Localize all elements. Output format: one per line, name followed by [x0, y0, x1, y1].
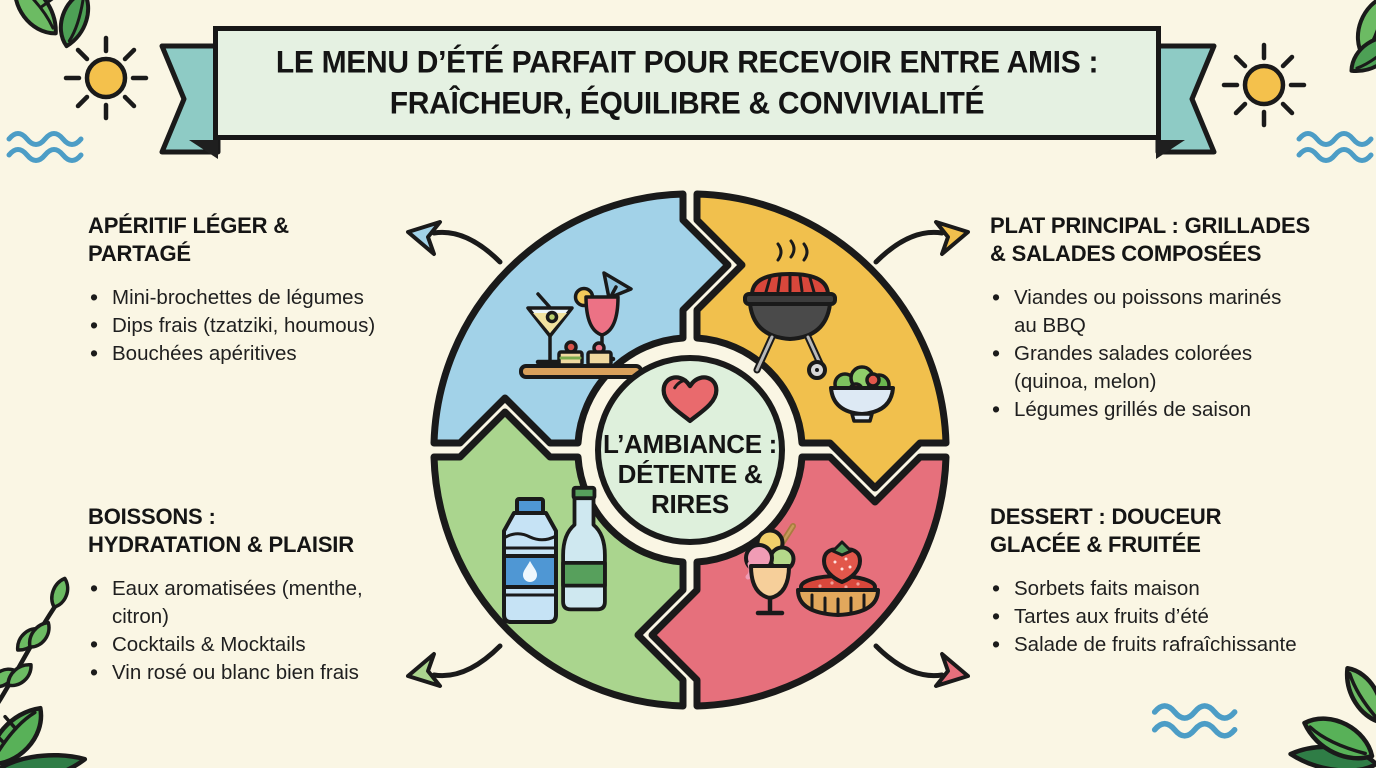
- sundae-tart-icon: [744, 523, 880, 617]
- arrow-to-dessert: [873, 643, 970, 688]
- banner-ribbon-fold-left: [189, 140, 218, 159]
- arrow-to-aperitif: [406, 220, 503, 265]
- list-item: Eaux aromatisées (menthe, citron): [88, 574, 433, 631]
- list-item: Tartes aux fruits d’été: [990, 602, 1370, 631]
- section-aperitif: APÉRITIF LÉGER & PARTAGÉ Mini-brochettes…: [88, 212, 428, 368]
- list-item: Cocktails & Mocktails: [88, 630, 433, 659]
- section-boissons-title: BOISSONS : HYDRATATION & PLAISIR: [88, 504, 354, 557]
- section-aperitif-list: Mini-brochettes de légumes Dips frais (t…: [88, 283, 428, 368]
- section-boissons: BOISSONS : HYDRATATION & PLAISIR Eaux ar…: [88, 503, 433, 687]
- section-plat-principal-title: PLAT PRINCIPAL : GRILLADES & SALADES COM…: [990, 213, 1310, 266]
- list-item: Viandes ou poissons marinés au BBQ: [990, 283, 1370, 340]
- leaves-icon: [13, 0, 91, 49]
- center-label: L’AMBIANCE : DÉTENTE & RIRES: [566, 429, 814, 519]
- title-banner: LE MENU D’ÉTÉ PARFAIT POUR RECEVOIR ENTR…: [213, 26, 1161, 140]
- list-item: Bouchées apéritives: [88, 339, 428, 368]
- center-label-line-3: RIRES: [651, 489, 729, 519]
- section-plat-principal: PLAT PRINCIPAL : GRILLADES & SALADES COM…: [990, 212, 1370, 424]
- list-item: Grandes salades colorées (quinoa, melon): [990, 339, 1370, 396]
- quadrant-boissons: [430, 408, 687, 710]
- waves-icon: [1296, 131, 1374, 163]
- section-dessert: DESSERT : DOUCEUR GLACÉE & FRUITÉE Sorbe…: [990, 503, 1370, 659]
- section-aperitif-title: APÉRITIF LÉGER & PARTAGÉ: [88, 213, 289, 266]
- leaves-icon: [1288, 666, 1376, 768]
- leaves-icon: [1349, 0, 1376, 73]
- list-item: Légumes grillés de saison: [990, 395, 1370, 424]
- quadrant-dessert: [648, 453, 950, 710]
- cocktail-tray-icon: [519, 271, 643, 379]
- banner-ribbon-fold-right: [1156, 140, 1185, 159]
- section-boissons-list: Eaux aromatisées (menthe, citron) Cockta…: [88, 574, 433, 687]
- waves-icon: [6, 131, 84, 163]
- heart-icon: [661, 375, 719, 424]
- center-label-line-2: DÉTENTE &: [617, 459, 763, 489]
- leaf-branch-icon: [0, 576, 70, 705]
- list-item: Sorbets faits maison: [990, 574, 1370, 603]
- title-line-2: FRAÎCHEUR, ÉQUILIBRE & CONVIVIALITÉ: [389, 86, 985, 121]
- section-dessert-title: DESSERT : DOUCEUR GLACÉE & FRUITÉE: [990, 504, 1222, 557]
- leaves-icon: [0, 705, 88, 768]
- section-dessert-list: Sorbets faits maison Tartes aux fruits d…: [990, 574, 1370, 659]
- center-circle: [595, 355, 785, 545]
- list-item: Vin rosé ou blanc bien frais: [88, 658, 433, 687]
- list-item: Salade de fruits rafraîchissante: [990, 630, 1370, 659]
- arrow-to-plat-principal: [873, 220, 970, 265]
- bbq-grill-salad-icon: [743, 239, 895, 423]
- list-item: Dips frais (tzatziki, houmous): [88, 311, 428, 340]
- sun-icon: [63, 35, 149, 121]
- menu-cycle-wheel: [430, 190, 950, 710]
- waves-icon: [1151, 703, 1238, 739]
- center-label-line-1: L’AMBIANCE :: [602, 429, 778, 459]
- sun-icon: [1221, 42, 1307, 128]
- title-line-1: LE MENU D’ÉTÉ PARFAIT POUR RECEVOIR ENTR…: [275, 45, 1099, 80]
- list-item: Mini-brochettes de légumes: [88, 283, 428, 312]
- section-plat-principal-list: Viandes ou poissons marinés au BBQ Grand…: [990, 283, 1370, 424]
- quadrant-plat-principal: [693, 190, 950, 492]
- water-wine-bottles-icon: [502, 485, 607, 624]
